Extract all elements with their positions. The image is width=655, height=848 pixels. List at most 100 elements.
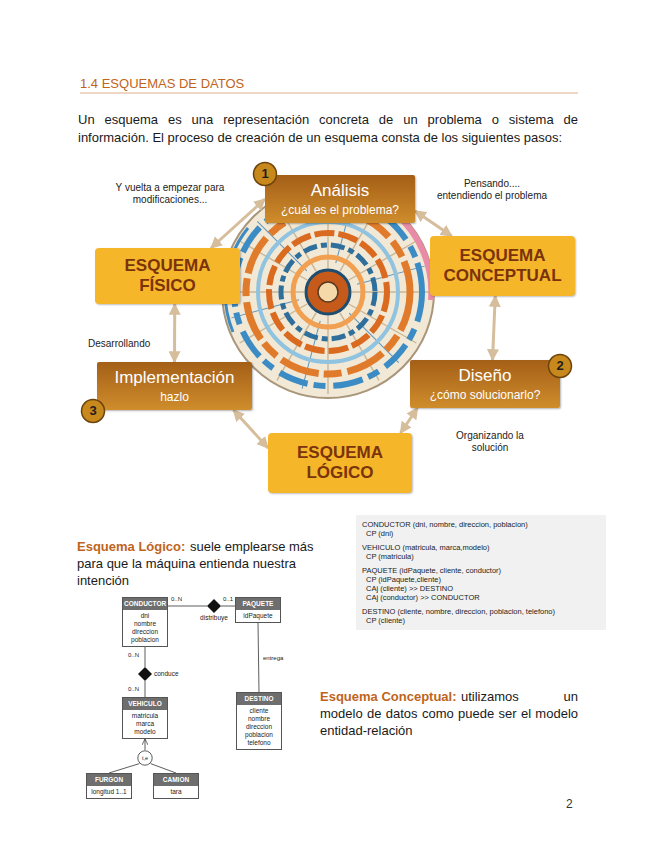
entity-attributes: idPaquete [243, 610, 272, 622]
section-heading: Esquema Lógico: [77, 538, 185, 555]
cycle-arrow [493, 296, 496, 360]
schema-box: ESQUEMA FÍSICO [95, 248, 240, 304]
hierarchy-type: t,e [137, 750, 153, 766]
cycle-note: Desarrollando [88, 338, 150, 350]
entity-name: VEHICULO [123, 698, 167, 710]
cycle-arrow [400, 408, 417, 433]
entity-box: DESTINOcliente nombre direccion poblacio… [236, 692, 282, 750]
entity-box: VEHICULOmatricula marca modelo [122, 697, 168, 739]
relationship-name: conduce [154, 670, 182, 678]
pink-arc [396, 214, 431, 300]
schema-name: ESQUEMA CONCEPTUAL [438, 246, 567, 286]
entity-box: CONDUCTORdni nombre direccion poblacion [122, 597, 168, 647]
relation-line: CONDUCTOR (dni, nombre, direccion, pobla… [362, 520, 600, 529]
orange-ring [246, 210, 410, 374]
er-line [221, 606, 235, 607]
er-line [145, 739, 146, 750]
callout-circle: 3 [80, 398, 106, 424]
intro-paragraph: Un esquema es una representación concret… [78, 111, 578, 147]
hierarchy-circle: t,e [137, 750, 153, 766]
step-question: ¿cómo solucionarlo? [430, 388, 541, 402]
entity-name: FURGON [87, 774, 131, 786]
er-line [145, 681, 146, 697]
diamond-shape [138, 667, 152, 681]
step-question: hazlo [160, 390, 189, 404]
callout-number: 1 [252, 161, 278, 187]
callout-circle: 2 [547, 353, 573, 379]
callout-circle: 1 [252, 161, 278, 187]
schema-box: ESQUEMA CONCEPTUAL [430, 236, 575, 296]
cycle-arrow [415, 211, 452, 236]
entity-attributes: tara [170, 786, 181, 798]
illustration-wires [231, 195, 424, 388]
light-blue-ring [258, 222, 398, 362]
cycle-note: Y vuelta a empezar para modificaciones..… [108, 182, 232, 206]
process-box: Análisis ¿cuál es el problema? [265, 175, 415, 223]
cardinality-label: 0..N [127, 686, 140, 693]
schema-name: ESQUEMA FÍSICO [103, 256, 232, 296]
relation-line: DESTINO (cliente, nombre, direccion, pob… [362, 607, 600, 616]
relationship-name: distribuye [196, 614, 232, 622]
step-title: Implementación [114, 368, 234, 388]
cardinality-label: 0..1 [222, 596, 234, 603]
relation-line: CP (idPaquete,cliente) [362, 575, 600, 584]
relation-line: CP (matricula) [362, 552, 600, 561]
relation-line: CAj (conductor) >> CONDUCTOR [362, 593, 600, 602]
step-question: ¿cuál es el problema? [281, 203, 399, 217]
diamond-shape [207, 599, 221, 613]
er-line [109, 764, 139, 773]
entity-box: FURGONlongitud 1..1 [86, 773, 132, 799]
cardinality-label: 0..N [127, 652, 140, 659]
hub-center [318, 282, 338, 302]
step-title: Análisis [311, 181, 370, 201]
entity-attributes: cliente nombre direccion poblacion telef… [245, 705, 273, 749]
amber-ring [293, 257, 363, 327]
orange-ring [269, 233, 387, 351]
entity-attributes: matricula marca modelo [132, 710, 158, 738]
schema-box: ESQUEMA LÓGICO [268, 433, 412, 493]
entity-box: CAMIONtara [153, 773, 199, 799]
section-text: suele emplearse más para que la máquina … [77, 538, 342, 589]
process-box: Implementación hazlo [97, 362, 252, 410]
circle-shape [138, 751, 152, 765]
cycle-arrow [211, 199, 265, 248]
blue-ring [281, 245, 375, 339]
wire [302, 321, 320, 389]
entity-box: PAQUETEidPaquete [235, 597, 281, 623]
cycle-arrow [233, 410, 268, 448]
relation-line: VEHICULO (matricula, marca,modelo) [362, 543, 600, 552]
cycle-note: Pensando.... entendiendo el problema [436, 178, 548, 202]
relationship-diamond: conduce [138, 667, 182, 681]
relation-line: CAj (cliente) >> DESTINO [362, 584, 600, 593]
er-line [145, 647, 146, 667]
callout-number: 3 [80, 398, 106, 424]
entity-name: CONDUCTOR [123, 598, 167, 610]
wire [357, 266, 425, 284]
hub [306, 270, 350, 314]
entity-name: PAQUETE [236, 598, 280, 610]
er-line [151, 764, 176, 773]
relation-line: PAQUETE (idPaquete, cliente, conductor) [362, 566, 600, 575]
entity-name: CAMION [154, 774, 198, 786]
cardinality-label: 0..N [170, 596, 183, 603]
er-line [168, 606, 207, 607]
relational-schema-box: CONDUCTOR (dni, nombre, direccion, pobla… [356, 515, 606, 630]
page-number: 2 [566, 797, 573, 811]
process-box: Diseño ¿cómo solucionarlo? [410, 360, 560, 408]
entity-name: DESTINO [237, 693, 281, 705]
cycle-arrow [173, 304, 176, 362]
section-text: utilizamos un modelo de datos como puede… [320, 688, 578, 739]
title-rule [80, 93, 578, 94]
callout-number: 2 [547, 353, 573, 379]
step-title: Diseño [459, 366, 512, 386]
er-line [258, 623, 259, 692]
cycle-note: Organizando la solución [440, 430, 540, 454]
relationship-label: entrega [262, 655, 284, 662]
schema-name: ESQUEMA LÓGICO [276, 443, 404, 483]
entity-attributes: dni nombre direccion poblacion [131, 610, 159, 646]
blue-ring [234, 198, 422, 386]
entity-attributes: longitud 1..1 [87, 786, 131, 798]
relation-line: CP (cliente) [362, 616, 600, 625]
section-title: 1.4 ESQUEMAS DE DATOS [80, 76, 244, 91]
